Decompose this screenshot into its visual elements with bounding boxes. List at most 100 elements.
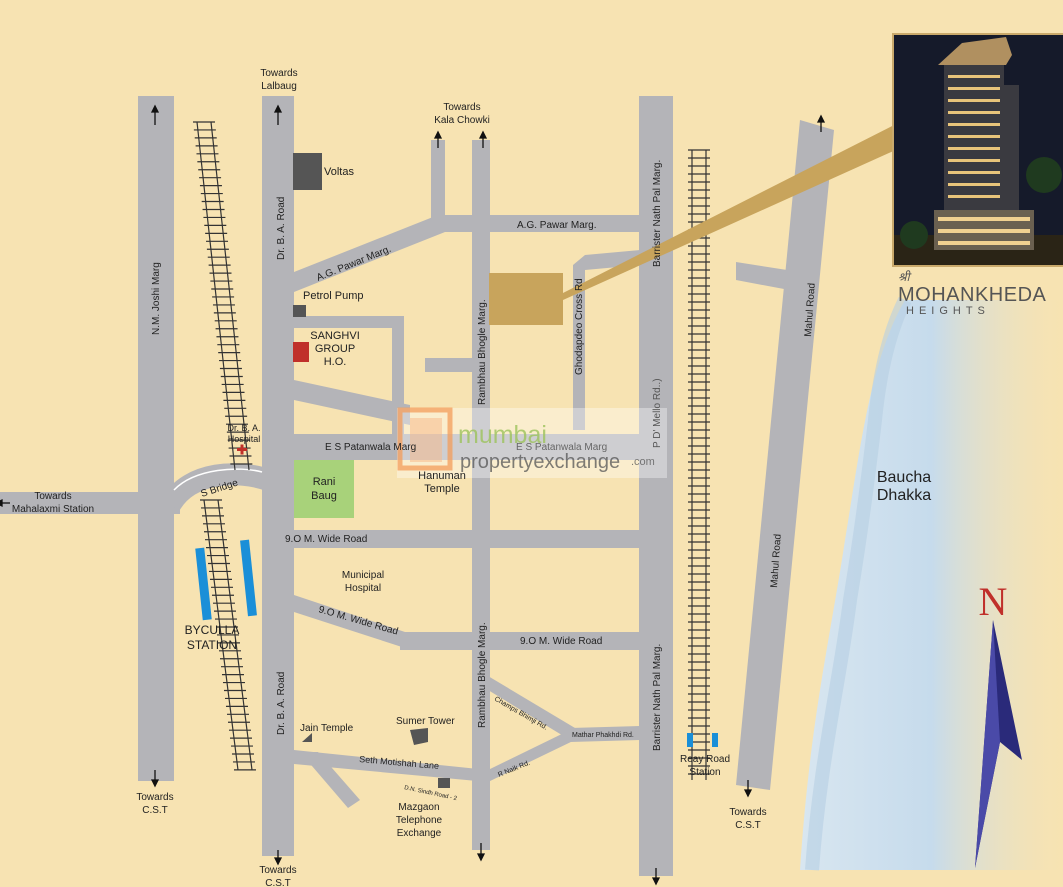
watermark: mumbai propertyexchange .com	[397, 407, 667, 478]
reay-platform-2	[712, 733, 718, 747]
barrister-road	[639, 96, 673, 876]
byculla-platform-2	[240, 539, 257, 617]
sanghvi-marker	[293, 342, 309, 362]
ag-pawar-label: A.G. Pawar Marg.	[517, 220, 596, 231]
petrol-pump-road	[294, 316, 404, 328]
voltas-marker	[293, 153, 322, 190]
baucha-dhakka-l2: Dhakka	[877, 487, 931, 504]
mazgaon-l1: Mazgaon	[398, 802, 439, 813]
wide-road-1-label: 9.O M. Wide Road	[285, 534, 367, 545]
towards-cst-mid-l2: C.S.T	[265, 878, 291, 887]
baucha-dhakka-l1: Baucha	[877, 469, 931, 486]
mazgaon-l3: Exchange	[397, 828, 442, 839]
petrol-pump-marker	[293, 305, 306, 317]
rambhau-road	[472, 140, 490, 850]
rail-ties-central	[193, 121, 256, 771]
towards-cst-right-l1: Towards	[729, 807, 766, 818]
mathar-road	[570, 726, 640, 742]
ghodapdeo-road	[573, 250, 640, 430]
wide-road-slant	[294, 595, 405, 648]
dr-ba-hospital-l2: Hospital	[228, 434, 261, 444]
barrister-label-top: Barrister Nath Pal Marg.	[652, 160, 663, 267]
towards-kala-chowki-l1: Towards	[443, 102, 480, 113]
voltas-label: Voltas	[324, 166, 354, 178]
towards-mahalaxmi-l2: Mahalaxmi Station	[12, 504, 94, 515]
kala-chowki-road-1	[431, 140, 445, 225]
watermark-line2: propertyexchange	[460, 451, 620, 473]
mazgaon-exchange-marker	[438, 778, 450, 788]
sanghvi-road	[294, 380, 410, 425]
towards-lalbaug-l1: Towards	[260, 68, 297, 79]
nm-joshi-road	[138, 96, 174, 781]
mahul-road	[736, 120, 834, 790]
mazgaon-l2: Telephone	[396, 815, 443, 826]
project-pointer	[563, 122, 900, 300]
road-network	[0, 96, 834, 876]
rani-baug-l1: Rani	[313, 476, 336, 488]
rani-baug-l2: Baug	[311, 490, 337, 502]
brand-block: श्री MOHANKHEDA HEIGHTS	[898, 268, 1063, 317]
mathar-label: Mathar Phakhdi Rd.	[572, 732, 634, 739]
rani-baug-park	[294, 460, 354, 518]
north-letter: N	[979, 579, 1008, 624]
byculla-l2: STATION	[187, 638, 237, 652]
es-patanwala-left-label: E S Patanwala Marg	[325, 442, 416, 453]
petrol-pump-road-vert	[392, 316, 404, 436]
hospital-cross-icon	[237, 444, 247, 455]
watermark-line1: mumbai	[458, 421, 547, 449]
wide-road-1	[294, 530, 639, 548]
towards-lalbaug-l2: Lalbaug	[261, 81, 297, 92]
sanghvi-label-l1: SANGHVI	[310, 330, 360, 342]
towards-cst-left-l2: C.S.T	[142, 805, 168, 816]
champs-road	[488, 676, 575, 740]
rail-track-harbour	[691, 150, 707, 780]
sanghvi-label-l3: H.O.	[324, 356, 347, 368]
r-naik-road	[488, 730, 575, 782]
north-arrow-icon: N	[975, 579, 1022, 868]
mahalaxmi-road	[0, 492, 180, 514]
byculla-l1: BYCULLA	[185, 623, 240, 637]
dr-ba-label-top: Dr. B. A. Road	[276, 197, 287, 260]
mahul-label-bottom: Mahul Road	[769, 534, 784, 589]
nm-joshi-label: N.M. Joshi Marg	[151, 262, 162, 335]
ghodapdeo-label: Ghodapdeo Cross Rd	[574, 278, 585, 375]
jain-temple-label: Jain Temple	[300, 723, 354, 734]
hanuman-temple-l2: Temple	[424, 483, 459, 495]
ag-pawar-slant-road	[294, 215, 445, 292]
ag-pawar-road	[432, 215, 642, 232]
reay-road-l2: Station	[689, 767, 720, 778]
seth-motishah-road	[294, 750, 488, 782]
jain-temple-marker	[302, 733, 312, 742]
es-patanwala-right-label: E S Patanwala Marg	[516, 442, 607, 453]
project-plot	[489, 273, 563, 325]
byculla-platform-1	[195, 547, 212, 621]
es-patanwala-road	[294, 434, 639, 460]
rambhau-label-top: Rambhau Bhogle Marg.	[477, 299, 488, 405]
towards-cst-left-l1: Towards	[136, 792, 173, 803]
sumer-tower-label: Sumer Tower	[396, 716, 455, 727]
rambhau-label-bottom: Rambhau Bhogle Marg.	[477, 622, 488, 728]
towards-cst-right-l2: C.S.T	[735, 820, 761, 831]
sea-texture	[805, 296, 912, 871]
wide-road-2	[400, 632, 640, 650]
rail-track-central	[196, 121, 253, 771]
watermark-suffix: .com	[631, 456, 655, 468]
building-photo	[892, 33, 1063, 267]
reay-road-l1: Reay Road	[680, 754, 730, 765]
municipal-hospital-l1: Municipal	[342, 570, 384, 581]
brand-prefix: श्री	[898, 270, 910, 284]
dr-ba-label-bottom: Dr. B. A. Road	[276, 672, 287, 735]
rail-ties-harbour	[688, 149, 710, 775]
reay-platform-1	[687, 733, 693, 747]
mahul-label-top: Mahul Road	[803, 283, 818, 338]
dr-ba-hospital-l1: Dr. B. A.	[227, 423, 260, 433]
brand-name: MOHANKHEDA	[898, 284, 1047, 306]
pd-mello-label: P D' Mello Rd..)	[652, 378, 663, 448]
towards-cst-mid-l1: Towards	[259, 865, 296, 876]
s-bridge-road	[160, 463, 272, 512]
jain-side-road	[300, 752, 360, 808]
wide-road-2-label: 9.O M. Wide Road	[520, 636, 602, 647]
sumer-tower-marker	[410, 728, 428, 745]
sea-area	[800, 300, 1063, 870]
